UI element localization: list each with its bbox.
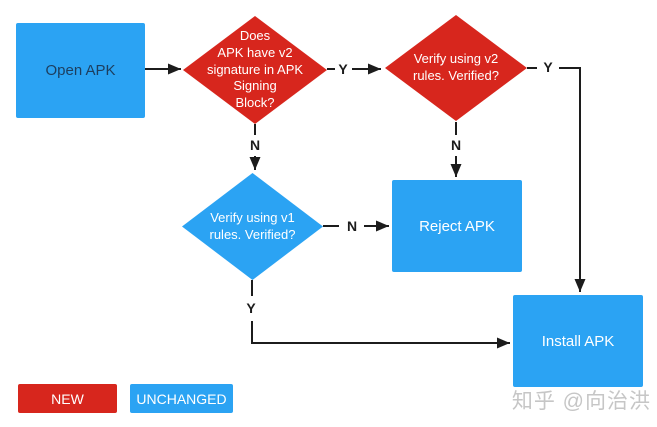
edge-label-v2verify-yes: Y	[543, 59, 553, 75]
watermark-text: 知乎 @向治洪	[511, 390, 651, 413]
legend-unchanged-label: UNCHANGED	[136, 390, 227, 407]
node-v1-verify-label: Verify using v1 rules. Verified?	[209, 209, 296, 242]
node-install-apk: Install APK	[513, 295, 643, 387]
edge-label-v2check-no: N	[249, 137, 261, 153]
edge-label-v1verify-yes: Y	[246, 300, 256, 316]
edge-label-v1verify-no: N	[346, 218, 358, 234]
legend-unchanged: UNCHANGED	[130, 384, 233, 413]
node-v2-verify-label: Verify using v2 rules. Verified?	[413, 51, 499, 83]
node-open-apk: Open APK	[16, 23, 145, 118]
node-install-apk-label: Install APK	[541, 332, 615, 350]
edge-v1verify-yes-b	[251, 321, 510, 349]
node-reject-apk-label: Reject APK	[419, 217, 495, 235]
node-v2-signature-check-label: Does APK have v2 signature in APK Signin…	[206, 28, 304, 110]
node-open-apk-label: Open APK	[45, 62, 116, 79]
legend-new: NEW	[18, 384, 117, 413]
legend-new-label: NEW	[51, 390, 84, 407]
edge-v2verify-yes-b	[559, 67, 586, 292]
edge-label-v2check-yes: Y	[338, 61, 348, 77]
node-reject-apk: Reject APK	[392, 180, 522, 272]
edge-label-v2verify-no: N	[450, 137, 462, 153]
